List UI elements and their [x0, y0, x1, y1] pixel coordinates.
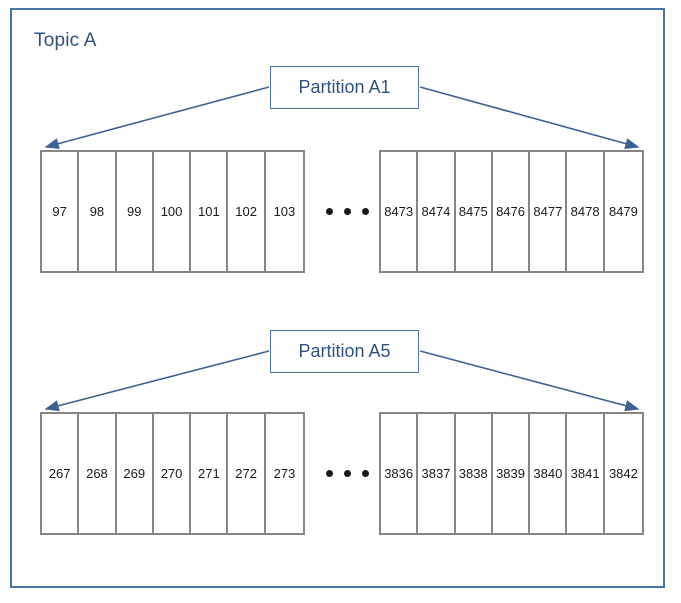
segment-cell: 3837 — [418, 414, 456, 533]
segment-cell: 271 — [191, 414, 229, 533]
segment-cell: 270 — [153, 414, 192, 533]
topic-title: Topic A — [34, 30, 97, 51]
segment-cell: 8478 — [567, 152, 605, 271]
ellipsis-dot — [326, 470, 333, 477]
segment-cell: 3838 — [455, 414, 493, 533]
segment-cell: 103 — [265, 152, 304, 271]
segment-cell: 3841 — [567, 414, 605, 533]
segment-cell: 98 — [79, 152, 117, 271]
segment-cell: 8476 — [492, 152, 531, 271]
segment-cell: 273 — [265, 414, 304, 533]
segment-cell: 269 — [116, 414, 154, 533]
ellipsis-dot — [362, 208, 369, 215]
segment-cell: 3840 — [530, 414, 568, 533]
ellipsis-dot — [326, 208, 333, 215]
segment-cell: 102 — [228, 152, 266, 271]
partition-label-a1[interactable]: Partition A1 — [270, 66, 419, 109]
ellipsis-a1 — [326, 208, 369, 215]
segment-cell: 97 — [42, 152, 80, 271]
segment-cell: 100 — [153, 152, 192, 271]
segment-cell: 8479 — [604, 152, 643, 271]
partition-label-a5[interactable]: Partition A5 — [270, 330, 419, 373]
segment-cell: 3839 — [492, 414, 531, 533]
segment-cell: 101 — [191, 152, 229, 271]
ellipsis-dot — [344, 470, 351, 477]
segment-cell: 8477 — [530, 152, 568, 271]
ellipsis-dot — [344, 208, 351, 215]
segment-cell: 268 — [79, 414, 117, 533]
segment-cell: 267 — [42, 414, 80, 533]
ellipsis-a5 — [326, 470, 369, 477]
segment-cell: 3836 — [381, 414, 419, 533]
segment-cell: 99 — [116, 152, 154, 271]
segment-cell: 3842 — [604, 414, 643, 533]
segment-cell: 8473 — [381, 152, 419, 271]
ellipsis-dot — [362, 470, 369, 477]
segment-cell: 8474 — [418, 152, 456, 271]
segment-cell: 8475 — [455, 152, 493, 271]
segment-cell: 272 — [228, 414, 266, 533]
